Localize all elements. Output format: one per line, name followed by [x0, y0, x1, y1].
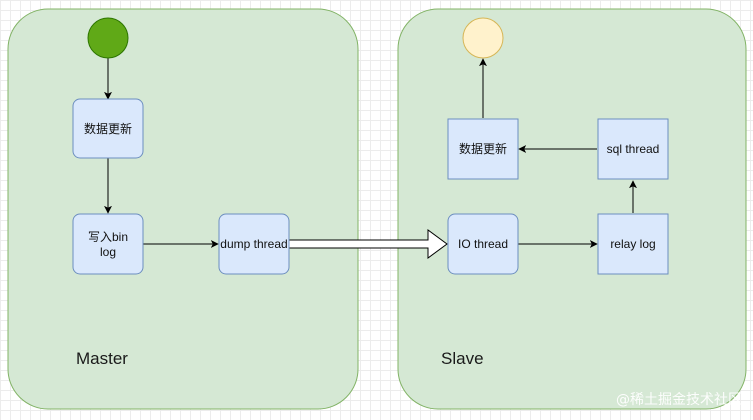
dump-thread-label: dump thread	[220, 237, 287, 251]
edges	[104, 56, 637, 259]
watermark: @稀土掘金技术社区	[616, 392, 742, 408]
edge-dump-to-io-shape-arrow	[288, 229, 448, 259]
master-update-label: 数据更新	[84, 121, 132, 136]
sql-thread-node[interactable]: sql thread	[597, 118, 669, 180]
relay-log-node[interactable]: relay log	[597, 213, 669, 275]
sql-thread-label: sql thread	[607, 142, 660, 156]
master-update-node[interactable]: 数据更新	[72, 98, 144, 159]
dump-thread-node[interactable]: dump thread	[218, 213, 290, 275]
slave-update-label: 数据更新	[459, 141, 507, 156]
relay-log-label: relay log	[610, 237, 655, 251]
end-node[interactable]	[462, 17, 504, 59]
io-thread-node[interactable]: IO thread	[447, 213, 519, 275]
binlog-node[interactable]: 写入bin log	[72, 213, 144, 275]
binlog-label-line2: log	[100, 245, 116, 259]
start-node[interactable]	[87, 17, 129, 59]
slave-update-node[interactable]: 数据更新	[447, 118, 519, 180]
slave-label: Slave	[441, 349, 484, 368]
slave-container[interactable]: Slave	[397, 8, 747, 410]
master-container[interactable]: Master	[7, 8, 359, 410]
master-label: Master	[76, 349, 128, 368]
binlog-label-line1: 写入bin	[88, 230, 128, 244]
io-thread-label: IO thread	[458, 237, 508, 251]
master-container-box	[7, 8, 359, 410]
slave-container-box	[397, 8, 747, 410]
